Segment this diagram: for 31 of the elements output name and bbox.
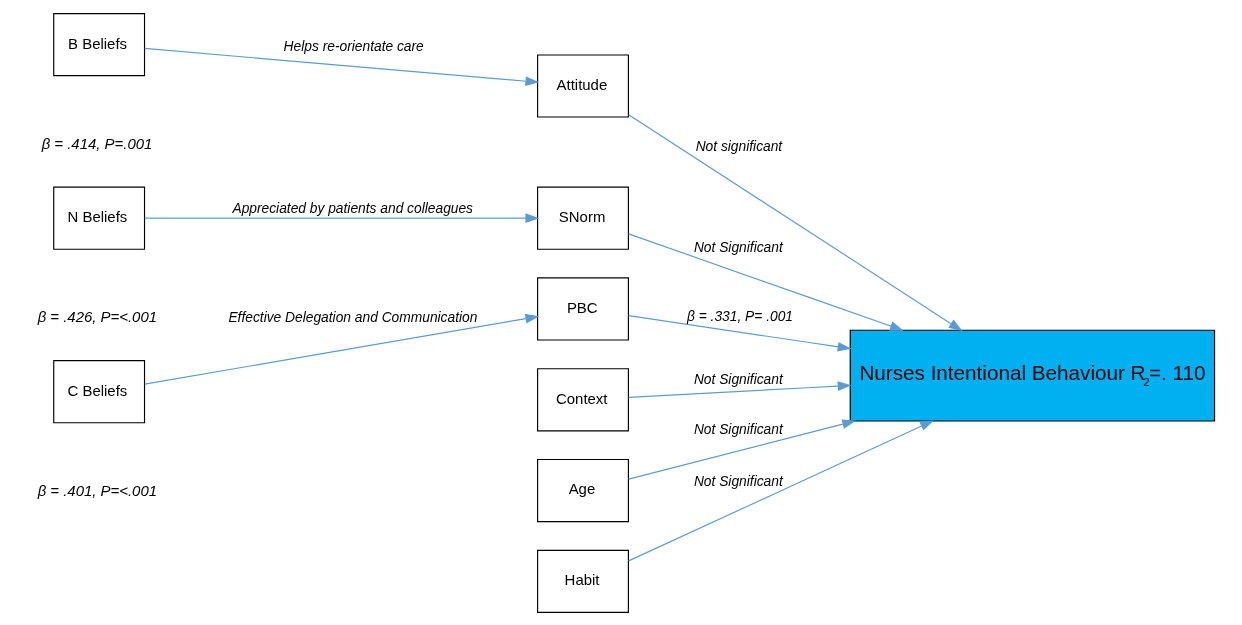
node-box: SNorm bbox=[536, 186, 629, 250]
label: β = .414, P=.001 bbox=[41, 134, 152, 152]
edge-label: Not Significant bbox=[693, 421, 783, 437]
edge-label: β = .331, P= .001 bbox=[686, 308, 793, 324]
node-box: Habit bbox=[536, 549, 629, 613]
node-box: Context bbox=[536, 367, 629, 431]
node-box: PBC bbox=[536, 276, 629, 341]
arrow bbox=[143, 212, 539, 223]
arrow bbox=[143, 313, 539, 385]
arrow bbox=[627, 232, 904, 331]
arrow bbox=[627, 380, 851, 398]
edge-label: Not Significant bbox=[693, 371, 783, 387]
node-box: C Beliefs bbox=[52, 359, 145, 423]
arrow bbox=[627, 113, 962, 331]
node-box: Age bbox=[536, 458, 629, 522]
node-box: B Beliefs bbox=[52, 12, 145, 76]
arrow bbox=[143, 47, 539, 86]
edge-label: Not significant bbox=[695, 138, 782, 154]
label: β = .426, P=<.001 bbox=[37, 307, 157, 325]
edge-label: Helps re-orientate care bbox=[283, 38, 424, 54]
node-box: Nurses Intentional Behaviour R$_{2}$=. 110 bbox=[849, 329, 1215, 422]
arrow bbox=[627, 314, 851, 352]
node-box: N Beliefs bbox=[52, 186, 145, 250]
edge-label: Not Significant bbox=[693, 239, 783, 255]
label: β = .401, P=<.001 bbox=[37, 481, 157, 499]
node-box: Attitude bbox=[536, 53, 629, 118]
arrow bbox=[627, 418, 856, 480]
edge-label: Effective Delegation and Communication bbox=[227, 309, 477, 325]
edge-label: Appreciated by patients and colleagues bbox=[231, 200, 473, 216]
edge-label: Not Significant bbox=[693, 473, 783, 489]
arrow bbox=[627, 419, 934, 561]
